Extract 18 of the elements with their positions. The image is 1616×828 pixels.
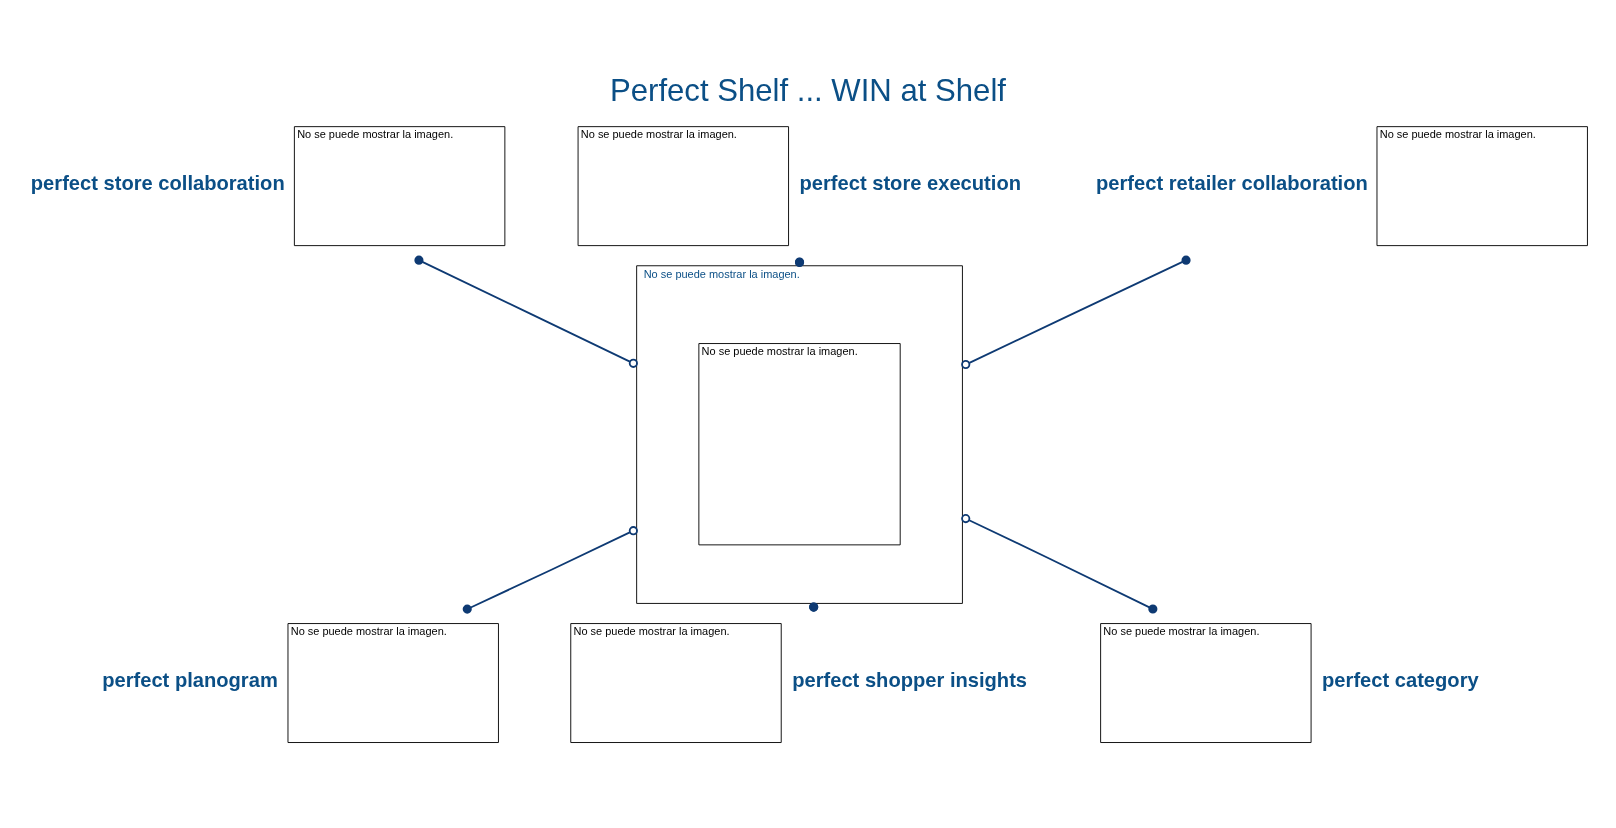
node-label: perfect shopper insights xyxy=(792,669,1028,692)
node-box: No se puede mostrar la imagen. xyxy=(698,343,901,546)
connector xyxy=(961,514,1158,614)
connector xyxy=(414,255,638,368)
node-label: perfect planogram xyxy=(102,669,278,692)
diagram-title: Perfect Shelf ... WIN at Shelf xyxy=(610,73,1006,109)
node-box: No se puede mostrar la imagen. xyxy=(570,623,782,743)
node-label: perfect store execution xyxy=(799,172,1021,195)
node-box: No se puede mostrar la imagen. xyxy=(1100,623,1312,743)
node-box: No se puede mostrar la imagen. xyxy=(1376,126,1588,247)
connector xyxy=(961,255,1191,370)
node-label: perfect store collaboration xyxy=(30,172,285,195)
connector xyxy=(462,526,638,614)
node-box: No se puede mostrar la imagen. xyxy=(287,623,499,743)
node-label: perfect retailer collaboration xyxy=(1096,172,1368,195)
node-label: perfect category xyxy=(1322,669,1479,692)
node-box: No se puede mostrar la imagen. xyxy=(577,126,789,247)
node-box: No se puede mostrar la imagen. xyxy=(293,126,506,247)
